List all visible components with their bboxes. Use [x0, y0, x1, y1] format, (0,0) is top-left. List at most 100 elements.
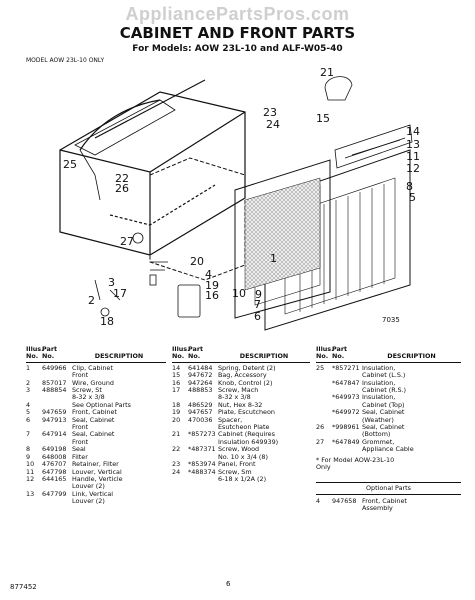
- part-no-cell: [42, 498, 72, 505]
- description-cell: Cabinet (L.S.): [362, 371, 406, 380]
- description-cell: Screw, Mach: [218, 386, 259, 395]
- description-cell: Louver, Vertical: [72, 467, 122, 476]
- table-row: 8-32 x 3/8: [26, 394, 166, 402]
- part-no-cell: *998961: [332, 423, 360, 432]
- illus-no-cell: 6: [26, 415, 31, 424]
- description-cell: Seal, Cabinet: [362, 408, 405, 417]
- exploded-parts-diagram: 21 23 24 15 14 13 11 12 25 22 26 27 8 5 …: [59, 66, 420, 331]
- callout-15: 15: [316, 112, 330, 125]
- description-cell: Screw, Wood: [218, 445, 260, 454]
- description-cell: Clip, Cabinet: [72, 363, 113, 372]
- part-no-cell: [188, 476, 218, 483]
- part-no-cell: 947913: [42, 415, 67, 424]
- callout-13: 13: [406, 138, 420, 151]
- illus-no-cell: 19: [172, 408, 181, 417]
- description-cell: Seal, Cabinet: [72, 430, 115, 439]
- part-no-cell: 488854: [42, 386, 67, 395]
- part-no-cell: *857271: [332, 363, 360, 372]
- callout-9: 9: [255, 288, 262, 301]
- description-cell: Front, Cabinet: [72, 408, 117, 417]
- table-row: Cabinet (Top): [316, 401, 461, 409]
- part-no-cell: *649972: [332, 408, 360, 417]
- callout-14: 14: [406, 125, 420, 138]
- description-cell: Handle, Verticle: [72, 474, 123, 483]
- description-cell: Front: [72, 371, 89, 380]
- callout-17: 17: [113, 287, 127, 300]
- description-cell: Wire, Ground: [72, 378, 114, 387]
- illus-no-cell: 4: [26, 400, 31, 409]
- table-row: Front: [26, 437, 166, 446]
- part-no-cell: 947658: [332, 496, 357, 505]
- description-cell: Panel, Front: [218, 460, 256, 469]
- part-no-cell: 947659: [42, 408, 67, 417]
- description-cell: Louver (2): [72, 482, 105, 491]
- description-cell: Cabinet (Requires: [218, 430, 275, 439]
- part-no-cell: 488853: [188, 386, 213, 395]
- description-cell: Insulation,: [362, 363, 396, 372]
- illus-no-cell: 5: [26, 408, 31, 417]
- part-no-cell: *647849: [332, 437, 360, 446]
- description-cell: Louver (2): [72, 497, 105, 506]
- description-cell: Assembly: [362, 504, 393, 513]
- table-row: Louver (2): [26, 497, 166, 506]
- description-cell: Appliance Cable: [362, 445, 414, 454]
- callout-8: 8: [406, 180, 413, 193]
- table-row: (Bottom): [316, 430, 461, 439]
- part-no-cell: 641484: [188, 363, 213, 372]
- illus-no-cell: [316, 446, 332, 453]
- description-cell: (Bottom): [362, 430, 391, 439]
- description-cell: No. 10 x 3/4 (8): [218, 452, 268, 461]
- description-cell: (Weather): [362, 415, 394, 424]
- table-row: Esutcheon Plate: [172, 423, 310, 431]
- part-no-cell: 486529: [188, 400, 213, 409]
- description-cell: Seal, Cabinet: [362, 423, 405, 432]
- part-no-cell: *857273: [188, 430, 216, 439]
- description-cell: Cabinet (R.S.): [362, 386, 407, 395]
- callout-4: 4: [205, 268, 212, 281]
- callout-22: 22: [115, 172, 129, 185]
- illus-no-cell: 10: [26, 460, 35, 469]
- part-no-cell: *853974: [188, 460, 216, 469]
- illus-no-cell: [316, 394, 332, 401]
- part-no-cell: [332, 446, 362, 453]
- louver-drawing: [334, 124, 413, 169]
- illus-no-cell: 25: [316, 363, 325, 372]
- description-cell: 6-18 x 1/2A (2): [218, 474, 267, 483]
- page-subtitle: For Models: AOW 23L-10 and ALF-W05-40: [132, 44, 343, 54]
- description-cell: Front: [72, 423, 89, 432]
- callout-23: 23: [263, 106, 277, 119]
- callout-1: 1: [270, 252, 277, 265]
- front-panel-drawing: [149, 149, 411, 331]
- illus-no-cell: [26, 498, 42, 505]
- illus-no-cell: 24: [172, 467, 181, 476]
- table-row: Front: [26, 371, 166, 380]
- description-cell: Front: [72, 437, 89, 446]
- watermark: AppliancePartsPros.com: [125, 4, 350, 24]
- part-no-cell: 476707: [42, 460, 67, 469]
- description-cell: Screw, St: [72, 386, 102, 395]
- table-row: Cabinet (R.S.): [316, 386, 461, 395]
- table-row: 5 947659 Front, Cabinet: [26, 408, 166, 417]
- callout-11: 11: [406, 150, 420, 163]
- callout-3: 3: [108, 276, 115, 289]
- part-no-cell: 647914: [42, 430, 67, 439]
- description-cell: Filter: [72, 452, 88, 461]
